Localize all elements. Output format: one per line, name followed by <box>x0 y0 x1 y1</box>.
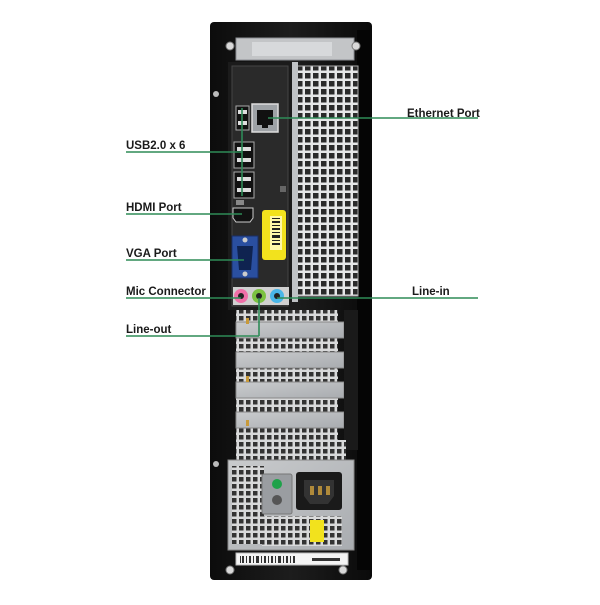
power-supply <box>227 459 355 551</box>
screw-icon <box>225 565 235 575</box>
side-vent-grid <box>290 62 359 302</box>
screw-icon <box>351 41 361 51</box>
expansion-slots <box>235 310 358 460</box>
audio-jacks <box>233 287 289 305</box>
service-tag-sticker <box>262 210 286 260</box>
barcode-sticker <box>235 552 349 566</box>
ethernet-port <box>251 103 279 133</box>
vga-port-label: VGA Port <box>126 248 177 260</box>
screw-icon <box>225 41 235 51</box>
vga-port <box>231 235 259 279</box>
hdmi-port <box>232 200 254 223</box>
leader-lines <box>126 108 478 337</box>
screw-icon <box>213 91 219 97</box>
ethernet-port-label: Ethernet Port <box>407 108 480 120</box>
mic-connector-label: Mic Connector <box>126 286 206 298</box>
power-indicator-icon <box>272 479 282 489</box>
hdmi-port-label: HDMI Port <box>126 202 182 214</box>
usb-label: USB2.0 x 6 <box>126 140 186 152</box>
screw-icon <box>213 461 219 467</box>
line-out-label: Line-out <box>126 324 172 336</box>
line-in-label: Line-in <box>412 286 450 298</box>
screw-icon <box>338 565 348 575</box>
